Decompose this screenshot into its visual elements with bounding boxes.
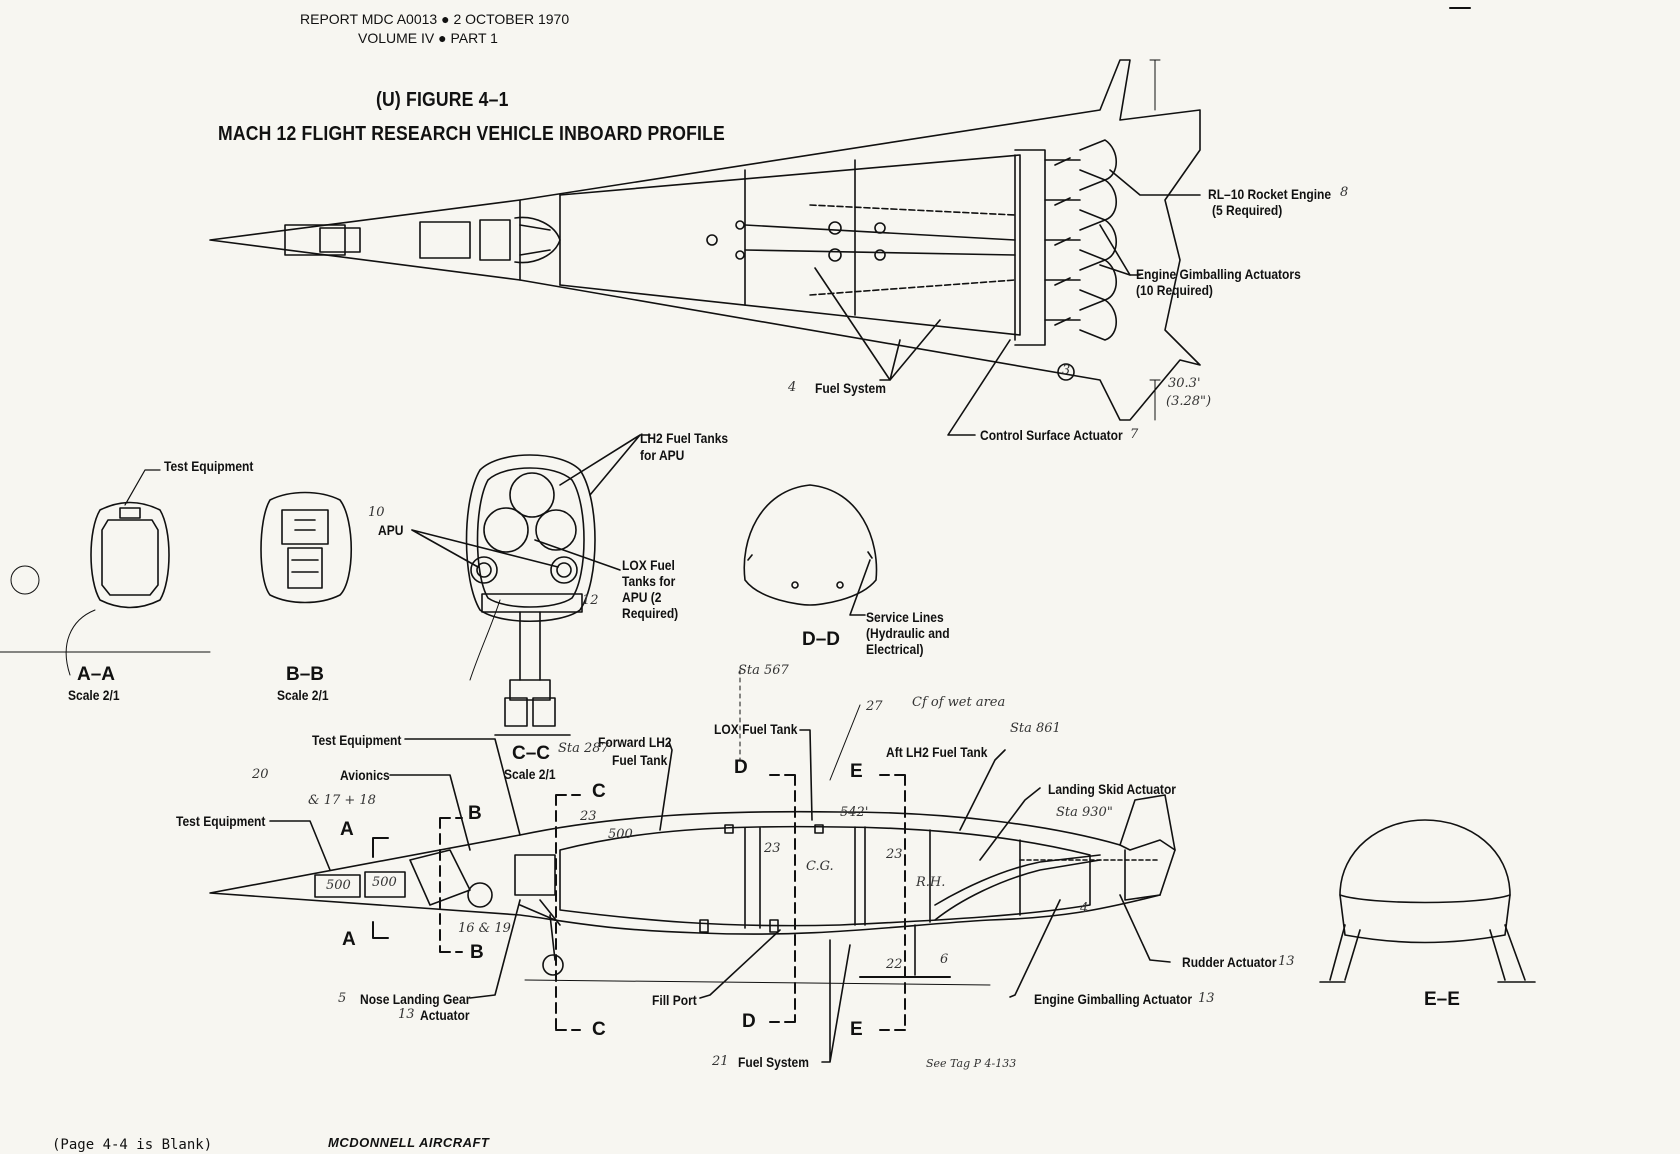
dd-service-2: (Hydraulic and (866, 625, 950, 641)
engine-gimbal-label: Engine Gimballing Actuator (1034, 991, 1193, 1007)
test-equipment-left: Test Equipment (176, 813, 266, 829)
nose-circle-5: 5 (338, 991, 347, 1006)
cut-c-bottom: C (592, 1019, 606, 1040)
note-500a: 500 (326, 878, 351, 893)
figure-title: MACH 12 FLIGHT RESEARCH VEHICLE INBOARD … (218, 123, 725, 145)
lox-tank-label: LOX Fuel Tank (714, 721, 798, 737)
landing-skid-label: Landing Skid Actuator (1048, 781, 1176, 797)
section-bb-scale: Scale 2/1 (277, 687, 329, 703)
fuel-system-label-top: Fuel System (815, 380, 886, 396)
fill-port-label: Fill Port (652, 992, 697, 1008)
aft-lh2-label: Aft LH2 Fuel Tank (886, 744, 988, 760)
rudder-circle: 13 (1278, 954, 1295, 969)
cut-e-bottom: E (850, 1019, 863, 1040)
cc-lox-3: APU (2 (622, 589, 662, 605)
cut-c-top: C (592, 781, 606, 802)
note-500b: 500 (372, 875, 397, 890)
section-aa-drawing (66, 470, 169, 675)
note-circle-20: 20 (252, 767, 269, 782)
cut-d-top: D (734, 757, 748, 778)
note-sta-567: Sta 567 (738, 663, 789, 678)
section-cc-scale: Scale 2/1 (504, 766, 556, 782)
cut-d-bottom: D (742, 1011, 756, 1032)
section-ee-drawing (1320, 820, 1535, 982)
cc-apu: APU (378, 522, 404, 538)
report-line: REPORT MDC A0013 ● 2 OCTOBER 1970 (300, 11, 570, 27)
cc-lh2-2: for APU (640, 447, 685, 463)
figure-number: (U) FIGURE 4–1 (376, 89, 509, 111)
fuel-system-circle-bottom: 21 (712, 1054, 729, 1069)
note-542: 542' (840, 805, 869, 820)
note-23a: 23 (580, 809, 597, 824)
bb-circle: 10 (368, 505, 385, 520)
cc-lh2: LH2 Fuel Tanks (640, 430, 729, 446)
dim-1: 30.3' (1168, 376, 1201, 391)
note-6: 6 (940, 952, 949, 967)
gimbal-actuators-qty: (10 Required) (1136, 282, 1213, 298)
avionics-label: Avionics (340, 767, 390, 783)
nose-circle-13: 13 (398, 1007, 415, 1022)
circle-3: 3 (1062, 363, 1071, 378)
nose-gear-label: Nose Landing Gear (360, 991, 471, 1007)
section-ee-name: E–E (1424, 989, 1460, 1010)
side-view (210, 670, 1175, 1062)
fuel-system-label-bottom: Fuel System (738, 1054, 809, 1070)
control-surface-label: Control Surface Actuator (980, 427, 1123, 443)
forward-lh2-label-2: Fuel Tank (612, 752, 668, 768)
plan-view (210, 60, 1200, 435)
dd-service: Service Lines (866, 609, 944, 625)
section-dd-drawing (744, 485, 876, 615)
cut-e-top: E (850, 761, 863, 782)
control-surface-circle: 7 (1130, 427, 1139, 442)
note-rh: R.H. (916, 875, 946, 890)
cc-lox-4: Required) (622, 605, 679, 621)
section-bb-name: B–B (286, 664, 325, 685)
engine-gimbal-circle: 13 (1198, 991, 1215, 1006)
rl10-label: RL–10 Rocket Engine (1208, 186, 1332, 202)
section-dd-name: D–D (802, 629, 841, 650)
note-4: 4 (1080, 901, 1089, 916)
rl10-circle: 8 (1340, 185, 1349, 200)
page-note: (Page 4-4 is Blank) (52, 1137, 213, 1153)
section-cc-drawing (412, 435, 650, 735)
note-16-19: 16 & 19 (458, 921, 511, 936)
note-17-18: & 17 + 18 (308, 793, 376, 808)
note-sta-287: Sta 287 (558, 741, 609, 756)
test-equipment-top: Test Equipment (312, 732, 402, 748)
dim-2: (3.28") (1166, 394, 1212, 409)
section-cc-name: C–C (512, 743, 551, 764)
cut-b-bottom: B (470, 942, 484, 963)
section-aa-scale: Scale 2/1 (68, 687, 120, 703)
cc-lox: LOX Fuel (622, 557, 675, 573)
cut-a-bottom: A (342, 929, 356, 950)
section-aa-name: A–A (77, 664, 116, 685)
gimbal-actuators-label: Engine Gimballing Actuators (1136, 266, 1301, 282)
rl10-qty: (5 Required) (1212, 202, 1283, 218)
note-sta-930: Sta 930" (1056, 805, 1113, 820)
note-500c: 500 (608, 827, 633, 842)
note-sta-861: Sta 861 (1010, 721, 1061, 736)
cut-a-top: A (340, 819, 354, 840)
volume-line: VOLUME IV ● PART 1 (358, 30, 498, 46)
note-23c: 23 (886, 847, 903, 862)
note-circle-27: 27 (866, 699, 883, 714)
cc-lox-2: Tanks for (622, 573, 676, 589)
section-bb-drawing (261, 493, 351, 603)
fuel-system-circle-top: 4 (788, 380, 797, 395)
note-cg: C.G. (806, 859, 834, 874)
aa-test-equipment: Test Equipment (164, 458, 254, 474)
dd-service-3: Electrical) (866, 641, 924, 657)
cc-circle: 12 (582, 593, 599, 608)
note-23b: 23 (764, 841, 781, 856)
forward-lh2-label: Forward LH2 (598, 734, 672, 750)
company-name: MCDONNELL AIRCRAFT (328, 1135, 490, 1150)
note-page-ref: See Tag P 4-133 (926, 1057, 1017, 1070)
cut-b-top: B (468, 803, 482, 824)
note-22: 22 (886, 957, 903, 972)
nose-gear-label-2: Actuator (420, 1007, 470, 1023)
rudder-actuator-label: Rudder Actuator (1182, 954, 1277, 970)
note-cg-wet-area: Cf of wet area (912, 695, 1006, 710)
